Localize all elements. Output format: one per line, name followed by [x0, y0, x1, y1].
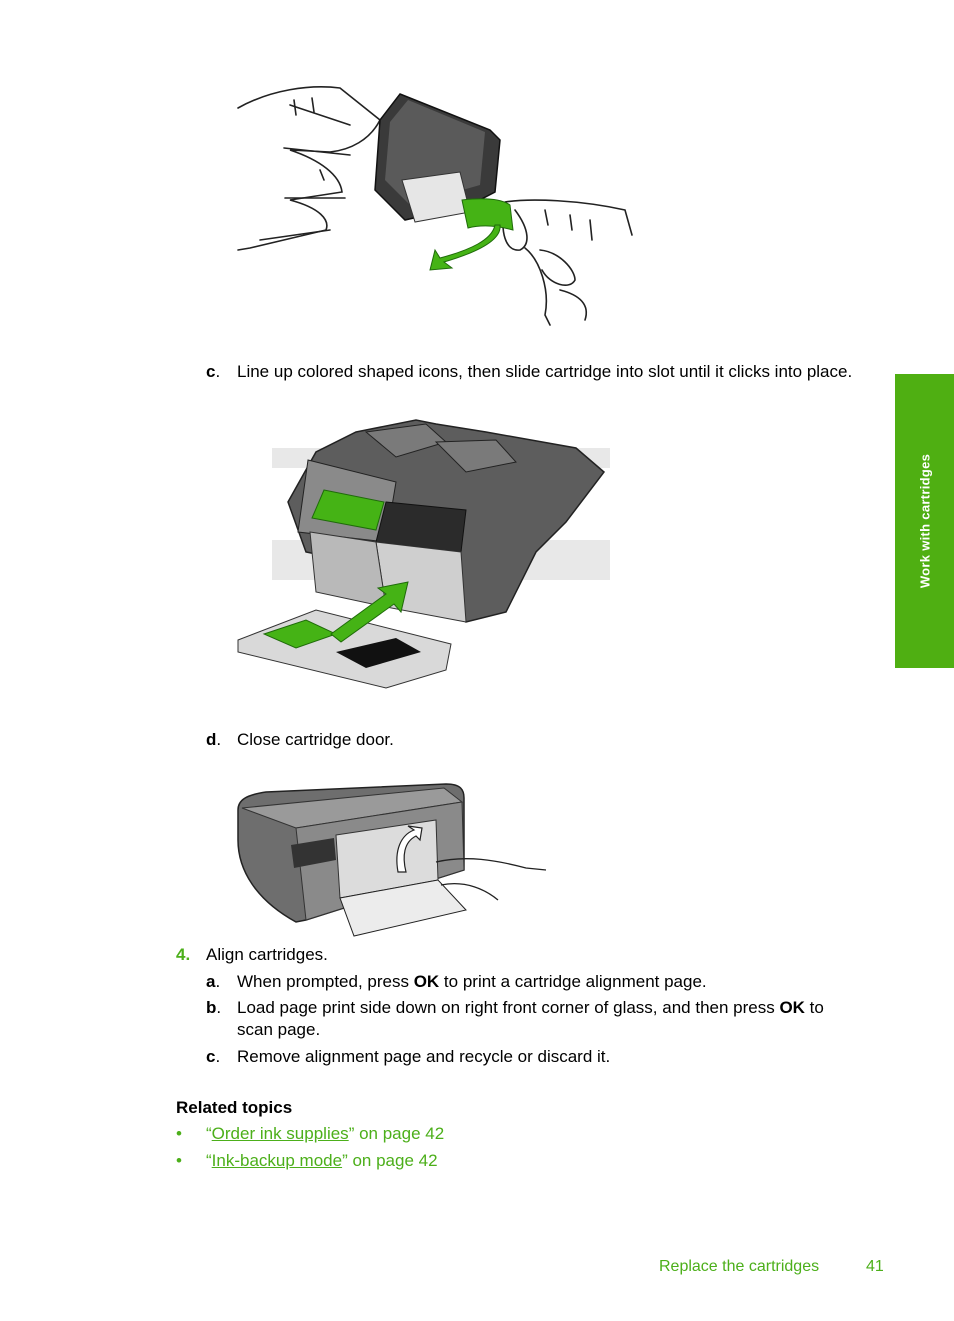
ink-backup-mode-link[interactable]: Ink-backup mode	[211, 1151, 343, 1170]
related-item-1: “Order ink supplies” on page 42	[206, 1123, 444, 1145]
ok-keyword: OK	[779, 998, 805, 1017]
illustration-remove-tape	[237, 86, 633, 326]
illustration-insert-cartridge	[237, 419, 610, 689]
footer-page-number: 41	[866, 1258, 884, 1275]
step-4b-line1: Load page print side down on right front…	[237, 997, 824, 1019]
ok-keyword: OK	[413, 972, 440, 991]
step-4a-letter: a	[206, 972, 216, 991]
step-4a-text: When prompted, press OK to print a cartr…	[237, 971, 707, 993]
step-4a-after: to print a cartridge alignment page.	[439, 972, 707, 991]
step-4a: a.	[206, 972, 221, 991]
chapter-side-tab-label: Work with cartridges	[917, 453, 932, 589]
related-bullet-1: •	[176, 1124, 182, 1143]
page-reference: ” on page 42	[348, 1124, 445, 1143]
step-4c-text: Remove alignment page and recycle or dis…	[237, 1047, 611, 1066]
illustration-close-door	[237, 783, 547, 937]
step-3d-letter: d	[206, 730, 217, 749]
related-bullet-2: •	[176, 1151, 182, 1170]
step-3c-letter: c	[206, 362, 216, 381]
chapter-side-tab: Work with cartridges	[895, 374, 954, 668]
step-4b: b.	[206, 998, 222, 1017]
step-4c: c.	[206, 1047, 221, 1066]
step-3d-text: Close cartridge door.	[237, 730, 394, 749]
step-4b-letter: b	[206, 998, 217, 1017]
page-reference: ” on page 42	[342, 1151, 438, 1170]
step-4b-before: Load page print side down on right front…	[237, 998, 780, 1017]
step-4a-before: When prompted, press	[237, 972, 414, 991]
step-4-number: 4.	[176, 945, 191, 964]
order-ink-supplies-link[interactable]: Order ink supplies	[211, 1124, 349, 1143]
step-4-text: Align cartridges.	[206, 945, 328, 964]
related-topics-heading: Related topics	[176, 1098, 293, 1117]
open-quote: “	[206, 1151, 212, 1170]
step-3c: c.	[206, 362, 221, 381]
step-4b-line2: scan page.	[237, 1020, 321, 1039]
related-item-2: “Ink-backup mode” on page 42	[206, 1150, 438, 1172]
step-4c-letter: c	[206, 1047, 216, 1066]
open-quote: “	[206, 1124, 212, 1143]
footer-section-title: Replace the cartridges	[659, 1258, 820, 1275]
step-4b-after: to	[804, 998, 824, 1017]
step-3d: d.	[206, 730, 222, 749]
step-3c-text: Line up colored shaped icons, then slide…	[237, 362, 853, 381]
